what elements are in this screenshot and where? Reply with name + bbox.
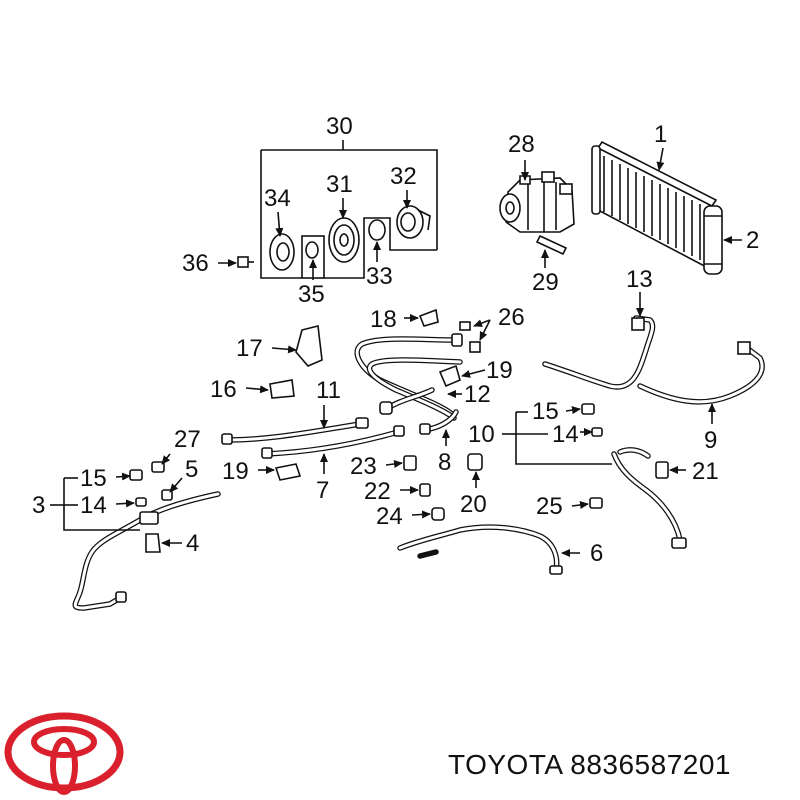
callout-9: 9	[704, 427, 717, 454]
callout-8: 8	[438, 449, 451, 476]
cap-15a	[129, 469, 143, 481]
clamp-18	[418, 308, 439, 327]
pipe-3	[72, 491, 221, 611]
hose-13	[542, 315, 656, 390]
clamp-27	[151, 461, 165, 473]
callout-14-right: 14	[552, 421, 579, 448]
callout-5: 5	[185, 456, 198, 483]
callout-35: 35	[298, 281, 325, 308]
toyota-logo	[4, 712, 124, 795]
callout-30: 30	[326, 113, 353, 140]
callout-1: 1	[654, 121, 667, 148]
leader-lines	[50, 147, 742, 557]
pipe-12	[354, 333, 463, 421]
small-parts	[129, 308, 669, 521]
callout-2: 2	[746, 227, 759, 254]
callout-34: 34	[264, 185, 291, 212]
callout-20: 20	[460, 491, 487, 518]
core-14a	[135, 497, 147, 507]
shim	[305, 241, 319, 259]
callout-15-right: 15	[532, 398, 559, 425]
valve-23	[403, 455, 417, 471]
callout-22: 22	[364, 478, 391, 505]
callout-36: 36	[182, 250, 209, 277]
valve-22	[419, 483, 431, 497]
callout-32: 32	[390, 163, 417, 190]
brand-part-number: TOYOTA 8836587201	[448, 749, 731, 780]
callout-21: 21	[692, 458, 719, 485]
clutch-group	[237, 140, 438, 279]
pulley	[328, 217, 360, 263]
callout-19-left: 19	[222, 458, 249, 485]
bracket-21	[655, 461, 669, 479]
pressure-switch	[535, 234, 568, 256]
cap-26a	[459, 321, 471, 331]
bracket-16	[269, 379, 295, 399]
callout-18: 18	[370, 306, 397, 333]
pipe-8	[419, 409, 459, 435]
callout-27: 27	[174, 426, 201, 453]
callout-13: 13	[626, 266, 653, 293]
callout-3: 3	[32, 492, 45, 519]
group-30-bracket	[261, 149, 438, 250]
callout-26: 26	[498, 304, 525, 331]
callout-10: 10	[468, 421, 495, 448]
pipe-6	[397, 524, 563, 575]
callout-11: 11	[316, 377, 341, 404]
callout-19-right: 19	[486, 357, 513, 384]
pipe-10	[611, 447, 687, 549]
clamp-20	[467, 453, 483, 471]
bracket-17	[295, 325, 323, 367]
cap-24	[431, 507, 445, 521]
callout-23: 23	[350, 453, 377, 480]
field-coil	[396, 205, 431, 239]
core-14b	[591, 427, 603, 437]
callout-25: 25	[536, 493, 563, 520]
callout-28: 28	[508, 131, 535, 158]
cap-15b	[581, 403, 595, 415]
callout-15-left: 15	[80, 465, 107, 492]
callout-12: 12	[464, 381, 491, 408]
receiver-dryer	[703, 205, 723, 275]
callout-6: 6	[590, 540, 603, 567]
hose-9	[637, 341, 765, 405]
callout-labels: 1 2 3 4 5 6 7 8 9 10 11 12 13 14 14 15 1…	[32, 113, 759, 567]
pipe-11	[221, 417, 369, 445]
callout-29: 29	[532, 269, 559, 296]
callout-4: 4	[186, 530, 199, 557]
group-30-left	[260, 150, 302, 279]
clutch-hub	[269, 233, 295, 271]
pipe-7	[261, 425, 405, 459]
callout-33: 33	[366, 263, 393, 290]
condenser	[591, 140, 718, 272]
clamp-19a	[438, 364, 461, 388]
callout-14-left: 14	[80, 492, 107, 519]
callout-7: 7	[316, 477, 329, 504]
callout-16: 16	[210, 376, 237, 403]
snap-ring	[368, 219, 386, 241]
callout-17: 17	[236, 335, 263, 362]
cap-26b	[469, 341, 481, 353]
callout-31: 31	[326, 171, 353, 198]
cap-25	[589, 497, 603, 509]
bolt	[237, 256, 254, 268]
compressor	[499, 171, 575, 233]
callout-24: 24	[376, 503, 403, 530]
clamp-19b	[274, 463, 302, 481]
bracket-4	[145, 533, 161, 553]
